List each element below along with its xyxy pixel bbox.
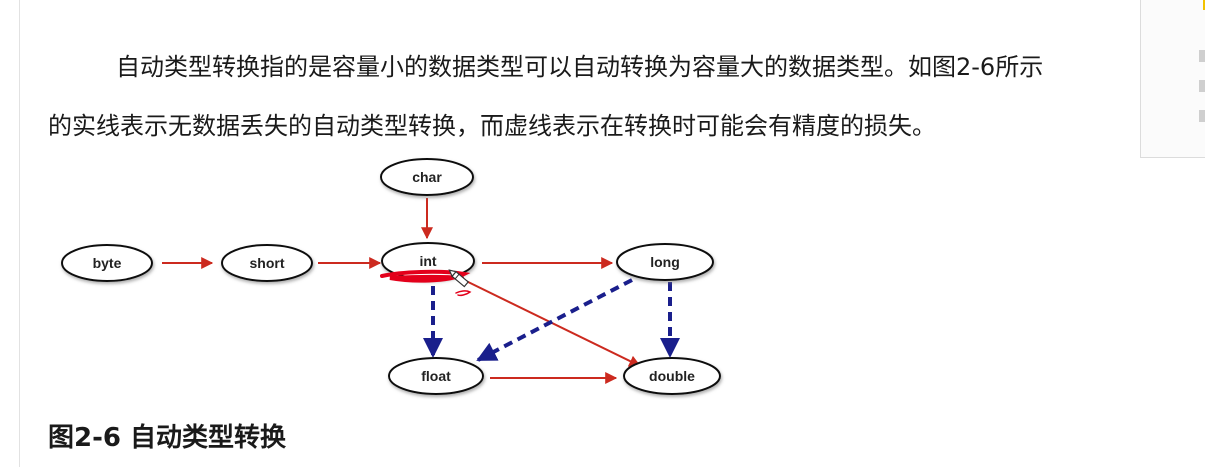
red-underline-annotation [380, 269, 471, 283]
pen-cursor-icon [448, 269, 470, 288]
node-char-label: char [412, 169, 442, 185]
side-panel-mark [1199, 110, 1205, 122]
node-double-label: double [649, 368, 695, 384]
node-float [388, 357, 484, 395]
page-left-border [19, 0, 20, 467]
paragraph-line-1: 自动类型转换指的是容量小的数据类型可以自动转换为容量大的数据类型。如图2-6所示 [116, 53, 1044, 81]
figure-caption: 图2-6 自动类型转换 [48, 423, 287, 453]
side-panel-edge [1140, 0, 1205, 158]
node-char [380, 158, 474, 196]
node-float-label: float [421, 368, 451, 384]
paragraph-line-2: 的实线表示无数据丢失的自动类型转换，而虚线表示在转换时可能会有精度的损失。 [48, 112, 936, 140]
red-pen-stroke [455, 290, 472, 297]
node-byte [61, 244, 153, 282]
side-panel-mark [1199, 80, 1205, 92]
node-byte-label: byte [93, 255, 122, 271]
node-double [623, 357, 721, 395]
node-int-label: int [419, 253, 436, 269]
edge-long-float [476, 278, 633, 362]
node-long-label: long [650, 254, 680, 270]
type-conversion-diagram: char byte short int long float double [61, 158, 721, 395]
side-panel-accent [1203, 0, 1205, 10]
body-paragraph: 自动类型转换指的是容量小的数据类型可以自动转换为容量大的数据类型。如图2-6所示… [48, 38, 1188, 156]
node-short [221, 244, 313, 282]
node-short-label: short [250, 255, 285, 271]
side-panel-mark [1199, 50, 1205, 62]
node-long [616, 243, 714, 281]
